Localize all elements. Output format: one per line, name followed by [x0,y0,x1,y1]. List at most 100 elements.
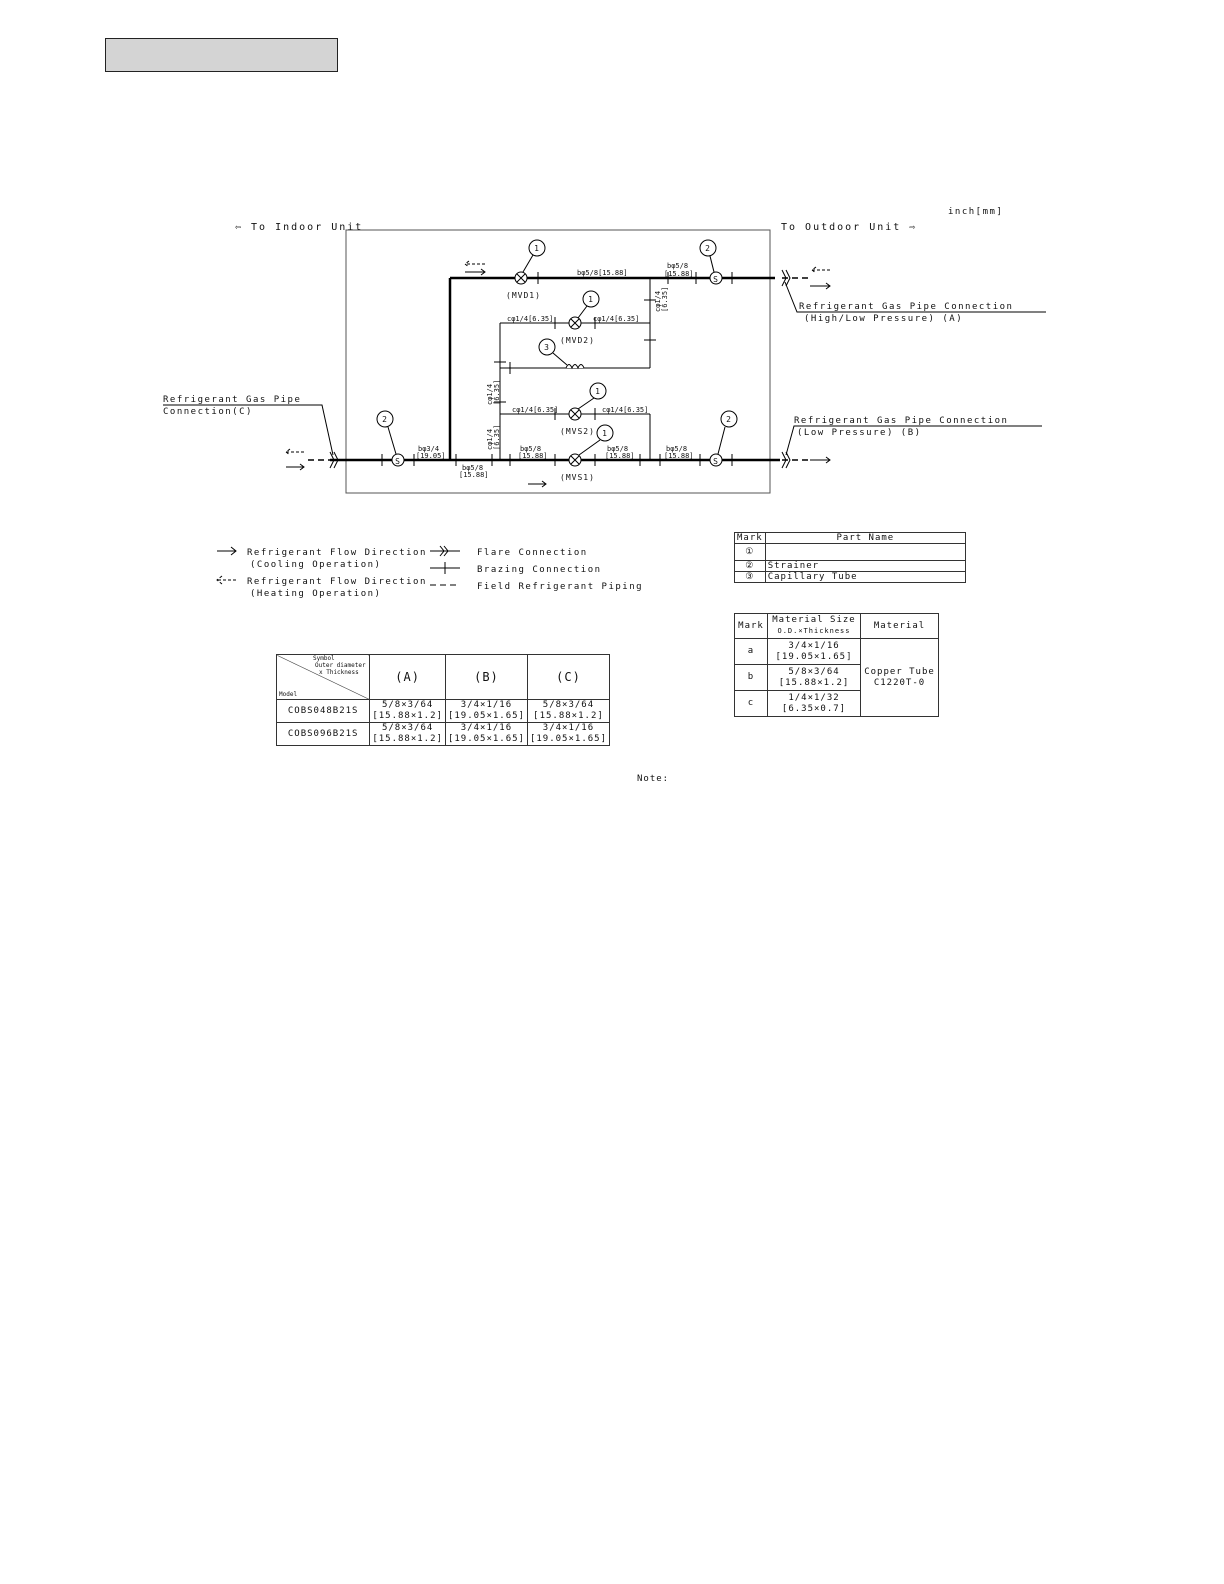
material-header-size-1: Material Size [772,615,856,625]
callout-3-capillary [538,338,556,356]
size-label: cφ1/4[6.35] [512,406,558,414]
parts-mark: ② [734,560,766,572]
col-c-header: (C) [526,654,611,700]
legend-heating-arrow-icon [216,575,236,585]
model-table: Symbol Outer diameter x Thickness Model … [275,654,611,746]
size-label: cφ1/4 [486,429,494,450]
conn-b-label-1: Refrigerant Gas Pipe Connection [794,416,1008,426]
legend-cooling-2: (Cooling Operation) [250,560,381,570]
cell-in: 3/4×1/16 [460,723,513,733]
parts-header-name: Part Name [764,532,967,544]
material-mark: b [734,664,768,691]
size-label: bφ5/8 [666,445,687,453]
corner-od-2: x Thickness [319,669,359,676]
parts-mark: ① [734,543,766,561]
size-label: [15.88] [664,270,694,278]
strainer-b-icon [709,453,723,467]
field-piping [308,277,808,461]
cell-mm: [19.05×1.65] [529,734,607,744]
size-label: bφ3/4 [418,445,439,453]
legend-flare-icon [430,545,460,557]
unit-boundary [345,229,771,494]
to-outdoor-label: To Outdoor Unit ⇨ [781,222,917,233]
table-row: ① [734,543,967,561]
size-label: cφ1/4[6.35] [593,315,639,323]
material-size-mm: [15.88×1.2] [778,677,850,688]
legend-cooling-1: Refrigerant Flow Direction [247,548,427,558]
size-label: [6.35] [661,287,669,312]
callout-text: 2 [705,244,711,253]
legend-brazing: Brazing Connection [477,565,602,575]
callout-text: 1 [602,429,608,438]
valve-mvd2-icon [568,316,582,330]
legend-cooling-arrow-icon [217,546,237,556]
size-label: [6.35] [493,380,501,405]
conn-c-label-1: Refrigerant Gas Pipe [163,395,301,405]
size-label: bφ5/8 [520,445,541,453]
table-row: ② Strainer [734,560,967,572]
cell-in: 5/8×3/64 [381,723,434,733]
size-label: bφ5/8 [607,445,628,453]
model-name: COBS048B21S [275,699,371,723]
size-label: [15.88] [518,452,548,460]
callout-1-mvd1 [528,239,546,257]
mvd2-label: (MVD2) [560,336,595,345]
col-a-header: (A) [369,654,446,700]
table-row: c 1/4×1/32[6.35×0.7] [734,690,939,717]
material-mark: c [734,690,768,717]
callout-text: 3 [544,343,550,352]
legend-field: Field Refrigerant Piping [477,582,643,592]
material-name-2: C1220T-0 [873,677,926,688]
size-label: bφ5/8[15.88] [577,269,628,277]
model-corner-cell: Symbol Outer diameter x Thickness Model [275,654,371,700]
legend-heating-1: Refrigerant Flow Direction [247,577,427,587]
cell-in: 5/8×3/64 [542,700,595,710]
material-size-in: 5/8×3/64 [788,666,840,677]
valve-mvd1-icon [514,271,528,285]
valve-mvs1-icon [568,453,582,467]
parts-name [764,543,967,561]
material-header-material: Material [860,613,939,639]
size-label: cφ1/4 [486,384,494,405]
brazing-marks [381,272,733,466]
corner-symbol: Symbol [313,655,335,662]
callout-text: 1 [534,244,540,253]
conn-c-label-2: Connection(C) [163,407,253,417]
size-label: [15.88] [459,471,489,479]
strainer-a-icon [709,271,723,285]
cell-in: 3/4×1/16 [542,723,595,733]
callout-text: 1 [595,387,601,396]
size-label: [15.88] [664,452,694,460]
callout-text: 2 [382,415,388,424]
material-header-size-2: O.D.×Thickness [777,627,851,635]
material-table: Mark Material Size O.D.×Thickness Materi… [734,613,939,717]
legend-flare: Flare Connection [477,548,588,558]
callout-2-c [376,410,394,428]
strainer-a-s: S [713,275,719,284]
parts-header-mark: Mark [734,532,766,544]
callout-1-mvs2 [589,382,607,400]
conn-a-label-1: Refrigerant Gas Pipe Connection [799,302,1013,312]
callout-1-mvs1 [596,424,614,442]
capillary-coil-icon [565,364,585,370]
size-label: cφ1/4[6.35] [602,406,648,414]
material-name-1: Copper Tube [864,666,935,677]
cell-in: 3/4×1/16 [460,700,513,710]
size-label: cφ1/4[6.35] [507,315,553,323]
size-label: cφ1/4 [654,291,662,312]
conn-a-leader [784,281,1046,313]
col-b-header: (B) [444,654,528,700]
main-pipes [330,276,780,462]
cell-mm: [15.88×1.2] [533,711,604,721]
size-label: [19.05] [416,452,446,460]
flow-arrows [285,260,831,488]
to-indoor-label: ⇦ To Indoor Unit [235,222,363,233]
material-size-in: 1/4×1/32 [788,692,840,703]
model-name: COBS096B21S [275,722,371,746]
units-label: inch[mm] [948,207,1003,217]
strainer-c-s: S [395,457,401,466]
strainer-b-s: S [713,457,719,466]
table-row: COBS096B21S 5/8×3/64[15.88×1.2] 3/4×1/16… [275,722,611,746]
conn-b-label-2: (Low Pressure) (B) [797,428,922,438]
